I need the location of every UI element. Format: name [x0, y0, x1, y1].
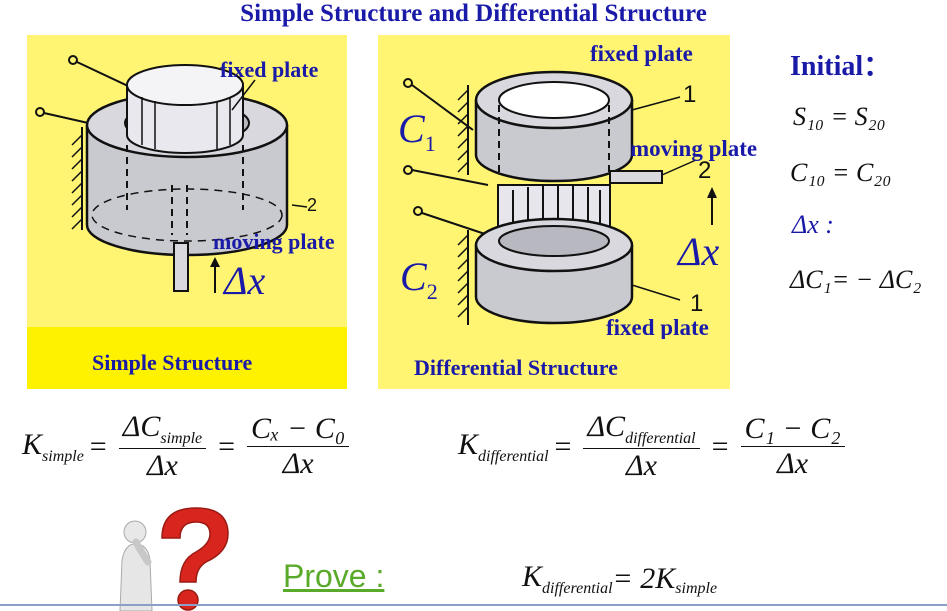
initial-capacitance-equality: C₁₀ = C₂₀: [790, 158, 892, 187]
k-simple-formula: Ksimple = ΔCsimple Δx = Cₓ − C₀ Δx: [22, 410, 355, 484]
differential-capacitor-diagram: [403, 70, 717, 325]
c1-label: C1: [398, 106, 436, 156]
moving-plate-label: moving plate: [213, 229, 335, 254]
fixed-plate-bottom-label: fixed plate: [606, 315, 709, 340]
initial-heading: Initial：: [790, 51, 892, 82]
moving-plate-label: moving plate: [630, 136, 758, 161]
displacement-label: Δx :: [792, 210, 834, 239]
simple-structure-caption: Simple Structure: [92, 350, 253, 375]
simple-caption-bar: [27, 327, 347, 389]
page-title: Simple Structure and Differential Struct…: [240, 0, 707, 27]
simple-capacitor-diagram: [35, 55, 308, 293]
diff-caption-bar: [378, 339, 730, 389]
delta-x-label: Δx: [678, 229, 720, 274]
bottom-divider: [0, 604, 947, 606]
part-number-1-top: 1: [683, 81, 697, 108]
differential-structure-panel: fixed plate moving plate fixed plate 1 2…: [378, 35, 757, 389]
initial-area-equality: S₁₀ = S₂₀: [793, 102, 886, 131]
k-diff-fraction-1: ΔCdifferential Δx: [583, 410, 700, 484]
part-number-1-bottom: 1: [690, 290, 704, 317]
fixed-plate-label: fixed plate: [220, 57, 319, 82]
c2-label: C2: [400, 254, 438, 304]
delta-c-relation: ΔC₁= − ΔC₂: [790, 265, 922, 294]
simple-structure-panel: fixed plate moving plate 2 Δx Simple Str…: [27, 35, 347, 389]
k-differential-formula: Kdifferential = ΔCdifferential Δx = C₁ −…: [458, 410, 851, 484]
k-simple-fraction-1: ΔCsimple Δx: [118, 410, 207, 484]
delta-x-label: Δx: [224, 258, 266, 303]
thinking-person-icon: [119, 507, 229, 611]
k-simple-fraction-2: Cₓ − C₀ Δx: [247, 412, 350, 482]
part-number-2: 2: [698, 157, 712, 184]
part-number-2: 2: [307, 195, 318, 215]
differential-structure-caption: Differential Structure: [414, 355, 618, 380]
prove-label: Prove :: [283, 558, 385, 594]
question-mark-icon: [161, 507, 229, 611]
k-diff-fraction-2: C₁ − C₂ Δx: [740, 412, 845, 482]
fixed-plate-top-label: fixed plate: [590, 41, 693, 66]
